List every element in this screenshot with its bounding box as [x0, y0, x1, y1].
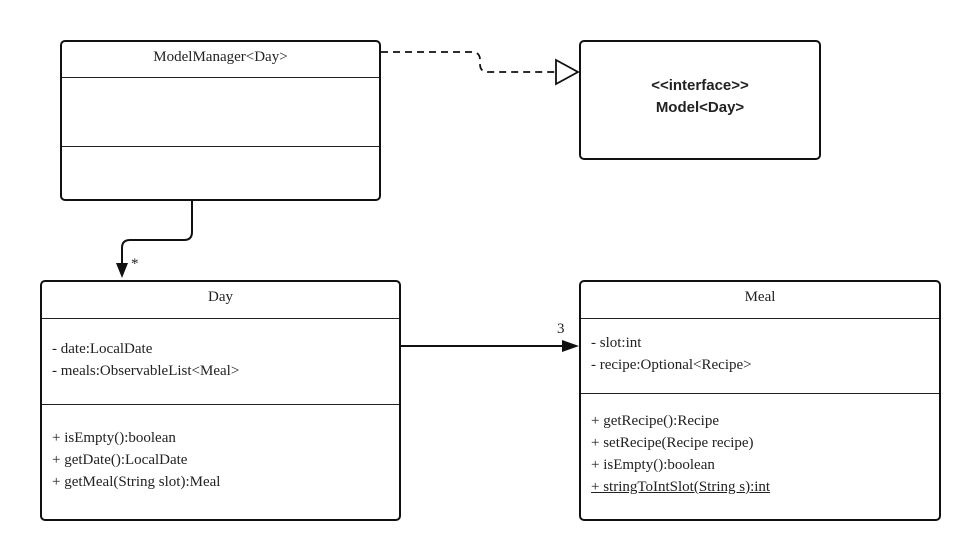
- model-manager-divider-2: [62, 146, 379, 147]
- manager-day-arrowhead: [116, 263, 128, 278]
- day-method: + getDate():LocalDate: [52, 452, 188, 468]
- day-meal-arrowhead: [562, 340, 579, 352]
- model-manager-divider-1: [62, 77, 379, 78]
- day-meal-multiplicity: 3: [557, 321, 565, 337]
- meal-method: + setRecipe(Recipe recipe): [591, 435, 754, 451]
- meal-attributes: - slot:int - recipe:Optional<Recipe>: [591, 332, 752, 376]
- day-class: Day - date:LocalDate - meals:ObservableL…: [40, 280, 401, 521]
- day-divider-1: [42, 318, 399, 319]
- day-method: + getMeal(String slot):Meal: [52, 474, 221, 490]
- day-divider-2: [42, 404, 399, 405]
- manager-day-multiplicity: *: [131, 256, 139, 272]
- meal-divider-1: [581, 318, 939, 319]
- realization-line: [381, 51, 556, 73]
- day-attribute: - meals:ObservableList<Meal>: [52, 363, 240, 379]
- day-attributes: - date:LocalDate - meals:ObservableList<…: [52, 338, 239, 382]
- day-attribute: - date:LocalDate: [52, 341, 153, 357]
- model-interface-label: <<interface>> Model<Day>: [581, 75, 819, 119]
- model-manager-class: ModelManager<Day>: [60, 40, 381, 201]
- meal-static-method: + stringToIntSlot(String s):int: [591, 479, 771, 495]
- interface-name: Model<Day>: [655, 99, 745, 116]
- interface-stereotype: <<interface>>: [651, 77, 749, 94]
- meal-methods: + getRecipe():Recipe + setRecipe(Recipe …: [591, 410, 770, 498]
- meal-method: + getRecipe():Recipe: [591, 413, 719, 429]
- model-manager-title: ModelManager<Day>: [153, 49, 288, 65]
- meal-attribute: - recipe:Optional<Recipe>: [591, 357, 752, 373]
- model-interface-box: <<interface>> Model<Day>: [579, 40, 821, 160]
- day-method: + isEmpty():boolean: [52, 430, 176, 446]
- meal-class: Meal - slot:int - recipe:Optional<Recipe…: [579, 280, 941, 521]
- meal-divider-2: [581, 393, 939, 394]
- day-title: Day: [208, 289, 233, 305]
- meal-attribute: - slot:int: [591, 335, 642, 351]
- meal-method: + isEmpty():boolean: [591, 457, 715, 473]
- day-methods: + isEmpty():boolean + getDate():LocalDat…: [52, 427, 220, 493]
- manager-day-association-line: [121, 201, 193, 265]
- realization-arrowhead: [555, 58, 580, 86]
- meal-title: Meal: [744, 289, 776, 305]
